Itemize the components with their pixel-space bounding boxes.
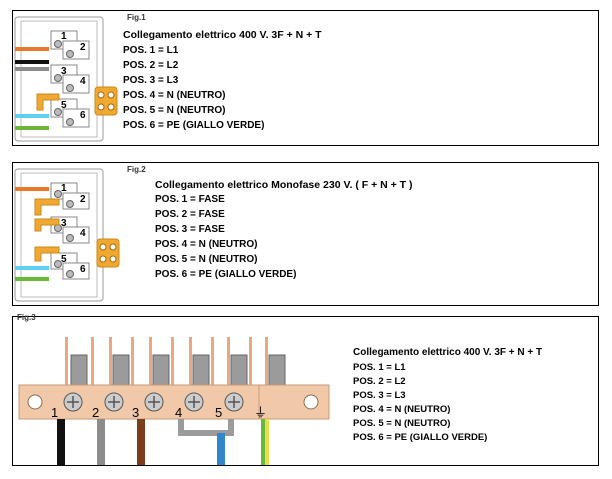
fig1-panel: 1 2 3 4 5 6 Fig.1 Collegamento elettrico… xyxy=(12,10,599,146)
fig3-line-4: POS. 4 = N (NEUTRO) xyxy=(353,404,451,415)
fig1-terminal-6: 6 xyxy=(80,110,86,121)
fig2-line-1: POS. 1 = FASE xyxy=(155,194,225,205)
wire-grey xyxy=(15,67,49,71)
ground-icon: ⏚ xyxy=(254,405,268,420)
wire-blue xyxy=(217,433,225,465)
fig3-line-5: POS. 5 = N (NEUTRO) xyxy=(353,418,451,429)
wire-yellow xyxy=(265,419,269,465)
fig1-terminal-4: 4 xyxy=(80,76,86,87)
fig1-line-4: POS. 4 = N (NEUTRO) xyxy=(123,90,226,101)
fig2-terminal-6: 6 xyxy=(80,264,86,275)
fig1-line-3: POS. 3 = L3 xyxy=(123,75,179,86)
fig1-terminal-1: 1 xyxy=(61,31,67,42)
fig2-panel: 1 2 3 4 5 6 Fig.2 Collegamento elettrico… xyxy=(12,162,599,306)
fig2-terminal-2: 2 xyxy=(80,194,86,205)
fig2-line-3: POS. 3 = FASE xyxy=(155,224,225,235)
wire-black xyxy=(15,60,49,64)
fig2-terminal-5: 5 xyxy=(61,254,67,265)
fig3-line-1: POS. 1 = L1 xyxy=(353,362,406,373)
fig1-label: Fig.1 xyxy=(127,13,146,22)
fig1-terminal-2: 2 xyxy=(80,42,86,53)
fig3-terminal-strip-diagram xyxy=(18,337,330,465)
fig2-title: Collegamento elettrico Monofase 230 V. (… xyxy=(155,179,413,191)
fig1-line-6: POS. 6 = PE (GIALLO VERDE) xyxy=(123,120,265,131)
fig1-line-2: POS. 2 = L2 xyxy=(123,60,179,71)
wire-grey xyxy=(97,419,105,465)
fig1-terminal-3: 3 xyxy=(61,66,67,77)
wire-green xyxy=(261,419,265,465)
fig3-terminal-3: 3 xyxy=(132,405,140,420)
wire-orange xyxy=(15,47,49,51)
fig2-line-2: POS. 2 = FASE xyxy=(155,209,225,220)
fig2-terminal-1: 1 xyxy=(61,183,67,194)
fig1-terminal-5: 5 xyxy=(61,100,67,111)
wire-black xyxy=(57,419,65,465)
fig2-terminal-3: 3 xyxy=(61,218,67,229)
fig3-terminal-5: 5 xyxy=(215,405,223,420)
fig2-terminal-block-diagram xyxy=(14,168,120,302)
fig1-title: Collegamento elettrico 400 V. 3F + N + T xyxy=(123,29,322,41)
fig3-line-2: POS. 2 = L2 xyxy=(353,376,406,387)
fig2-label: Fig.2 xyxy=(127,165,146,174)
fig3-label: Fig.3 xyxy=(17,313,36,322)
fig3-line-3: POS. 3 = L3 xyxy=(353,390,406,401)
fig3-line-6: POS. 6 = PE (GIALLO VERDE) xyxy=(353,432,488,443)
fig1-line-1: POS. 1 = L1 xyxy=(123,45,179,56)
fig2-line-6: POS. 6 = PE (GIALLO VERDE) xyxy=(155,269,297,280)
fig2-line-5: POS. 5 = N (NEUTRO) xyxy=(155,254,258,265)
fig2-line-4: POS. 4 = N (NEUTRO) xyxy=(155,239,258,250)
fig3-title: Collegamento elettrico 400 V. 3F + N + T xyxy=(353,347,543,358)
fig3-terminal-1: 1 xyxy=(51,405,59,420)
fig3-panel: 1 2 3 4 5 ⏚ Fig.3 Collegamento elettrico… xyxy=(12,313,599,466)
fig3-terminal-4: 4 xyxy=(175,405,183,420)
fig1-line-5: POS. 5 = N (NEUTRO) xyxy=(123,105,226,116)
jumper-plate xyxy=(94,86,118,116)
wire-cyan xyxy=(15,114,49,118)
wire-green xyxy=(15,126,49,130)
fig3-terminal-2: 2 xyxy=(92,405,100,420)
wire-brown xyxy=(137,419,145,465)
fig1-terminal-block-diagram xyxy=(14,16,118,142)
fig2-terminal-4: 4 xyxy=(80,228,86,239)
